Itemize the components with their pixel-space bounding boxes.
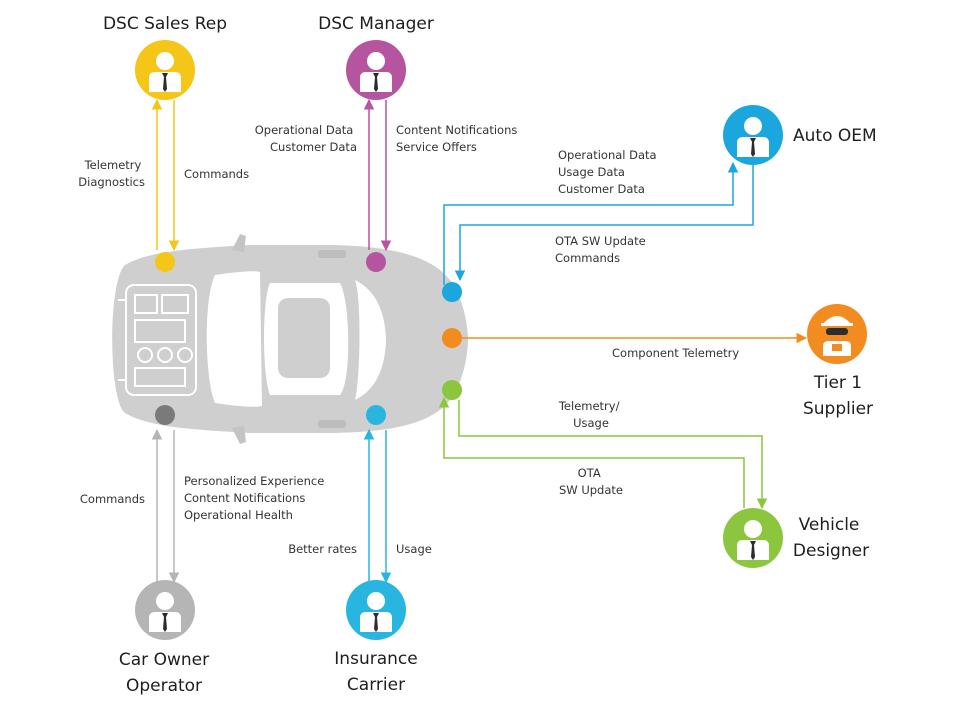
sales-rep-port [155,252,175,272]
sales-rep-connectors [151,98,180,252]
flow-label: Telemetry/ Usage [558,399,623,430]
actor-name-line1: Insurance [334,649,417,669]
insurance-connectors [363,428,392,584]
owner-connectors [151,428,180,584]
oem-port [442,282,462,302]
actor-name: DSC Manager [318,14,434,34]
flow-label: Telemetry Diagnostics [78,158,145,189]
insurance-port [366,405,386,425]
engine-bay [118,284,197,396]
actor-name-line2: Operator [126,676,202,696]
manager-port [366,252,386,272]
actor-name-line2: Carrier [347,675,405,695]
flow-label: OTA SW Update [559,466,623,497]
designer-connectors [438,396,768,510]
actor-name-line2: Supplier [803,399,873,419]
actor-name: DSC Sales Rep [103,14,227,34]
oem-connectors [443,161,754,285]
actor-name-line2: Designer [793,541,869,561]
supplier-port [442,328,462,348]
actor-vehicle-designer: Vehicle Designer [723,508,869,568]
car-windshield [206,271,262,407]
right-mirror [232,426,246,444]
car-illustration [112,234,468,444]
actor-manager: DSC Manager [318,14,434,100]
designer-port [442,380,462,400]
actor-car-owner: Car Owner Operator [119,580,209,696]
flow-label: Component Telemetry [612,346,739,360]
actor-insurance-carrier: Insurance Carrier [334,580,418,695]
flow-label: Better rates [288,542,357,556]
engineer-icon [821,316,853,356]
actor-tier1-supplier: Tier 1 Supplier [803,304,873,419]
left-mirror [232,234,246,252]
actor-name-line1: Tier 1 [813,373,862,393]
flow-label: Usage [396,542,432,556]
flow-label: Operational Data Customer Data [255,123,357,154]
manager-connectors [363,98,392,252]
actor-auto-oem: Auto OEM [723,105,877,165]
flow-label: Personalized Experience Content Notifica… [184,474,328,522]
flow-label: Commands [80,492,145,506]
actor-name-line1: Vehicle [799,515,860,535]
actor-name-line1: Car Owner [119,650,209,670]
flow-label: OTA SW Update Commands [555,234,649,265]
flow-label: Operational Data Usage Data Customer Dat… [558,148,660,196]
actor-name: Auto OEM [793,126,877,146]
flow-label: Commands [184,167,249,181]
owner-port [155,405,175,425]
flow-label: Content Notifications Service Offers [396,123,521,154]
actor-sales-rep: DSC Sales Rep [103,14,227,100]
car-rear-glass [355,280,386,400]
